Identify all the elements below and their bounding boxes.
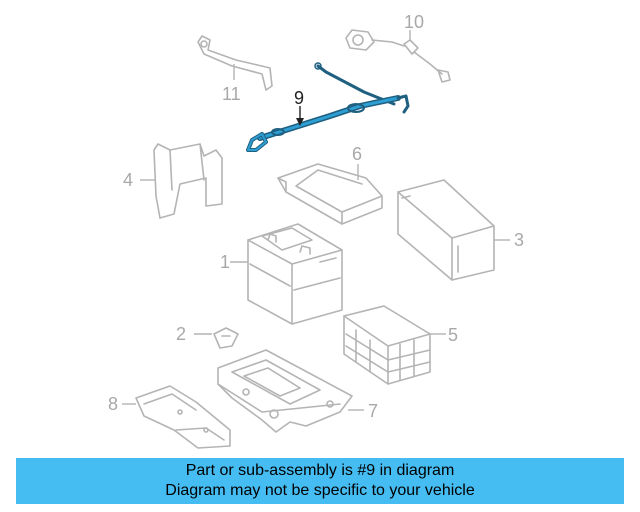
part-9-battery-cable[interactable] — [246, 62, 410, 152]
callout-2: 2 — [176, 324, 186, 344]
part-7-battery-tray[interactable] — [217, 349, 364, 433]
leader-9-arrow-icon — [296, 118, 304, 126]
part-8-bracket-plate[interactable] — [122, 385, 231, 449]
part-5-tray-liner[interactable] — [343, 305, 446, 385]
callout-11: 11 — [222, 84, 241, 104]
info-banner: Part or sub-assembly is #9 in diagram Di… — [16, 458, 624, 504]
callout-8: 8 — [108, 394, 118, 414]
callout-9: 9 — [294, 88, 304, 108]
callout-1: 1 — [220, 252, 230, 272]
parts-diagram: 11 10 9 4 6 — [108, 12, 524, 449]
callout-3: 3 — [514, 230, 524, 250]
part-4-heat-shield[interactable] — [140, 143, 223, 219]
callout-5: 5 — [448, 325, 458, 345]
banner-line-disclaimer: Diagram may not be specific to your vehi… — [165, 482, 475, 499]
part-2-clip[interactable] — [194, 327, 239, 349]
part-10-terminal-clamp[interactable] — [345, 29, 451, 83]
callout-7: 7 — [368, 401, 378, 421]
callout-6: 6 — [352, 144, 362, 164]
banner-line-part: Part or sub-assembly is #9 in diagram — [185, 462, 455, 479]
callout-10: 10 — [404, 12, 424, 32]
callout-4: 4 — [123, 170, 133, 190]
part-3-insulation-box[interactable] — [397, 179, 510, 281]
part-6-battery-cover[interactable] — [277, 163, 383, 225]
part-1-battery[interactable] — [230, 223, 343, 325]
part-11-bracket[interactable] — [197, 35, 273, 91]
